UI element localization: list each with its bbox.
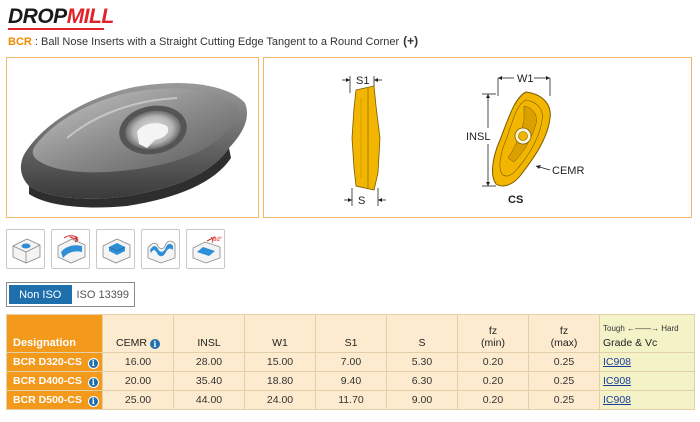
cemr-info-icon[interactable]: i [149,339,160,349]
logo-drop-text: DROP [8,5,67,28]
table-row[interactable]: BCR D500-CS i 25.00 44.00 24.00 11.70 9.… [6,390,695,410]
slotting-icon[interactable] [6,229,45,269]
cell-cemr: 16.00 [102,352,174,372]
cell-s1: 7.00 [315,352,387,372]
header-s1[interactable]: S1 [315,314,387,353]
header-insl[interactable]: INSL [173,314,245,353]
pocketing-icon[interactable] [96,229,135,269]
cell-fz-max: 0.25 [528,352,600,372]
ramping-icon[interactable] [51,229,90,269]
top-label-insl: INSL [466,131,490,143]
header-fz-min-sub: (min) [481,337,505,349]
logo-underline [8,28,104,30]
cell-s: 6.30 [386,371,458,391]
cell-insl: 44.00 [173,390,245,410]
cell-insl: 35.40 [173,371,245,391]
logo-mill-text: MILL [66,5,114,28]
cell-grade: IC908 [599,390,695,410]
cell-s1: 11.70 [315,390,387,410]
designation-text: BCR D400-CS [13,374,82,387]
cell-fz-min: 0.20 [457,352,529,372]
header-grade: Tough ←——→ Hard Grade & Vc [599,314,695,353]
application-icons: 8d° [6,229,225,269]
cell-s1: 9.40 [315,371,387,391]
cell-w1: 18.80 [244,371,316,391]
side-view: S1 S [342,75,386,207]
cell-w1: 15.00 [244,352,316,372]
cell-grade: IC908 [599,371,695,391]
grade-scale: Tough ←——→ Hard [603,324,679,333]
insert-photo [20,82,248,208]
cell-cemr: 25.00 [102,390,174,410]
cell-s: 9.00 [386,390,458,410]
table-row[interactable]: BCR D320-CS i 16.00 28.00 15.00 7.00 5.3… [6,352,695,372]
title-separator: : [31,36,42,48]
header-fz-min[interactable]: fz(min) [457,314,529,353]
top-label-cemr: CEMR [552,165,584,177]
cell-grade: IC908 [599,352,695,372]
top-label-w1: W1 [517,73,534,85]
family-code: BCR [8,36,32,48]
header-designation[interactable]: Designation [6,314,103,353]
row-designation[interactable]: BCR D500-CS i [6,390,103,410]
iso-13399-button[interactable]: ISO 13399 [76,288,130,301]
product-family-title: BCR : Ball Nose Inserts with a Straight … [8,34,418,48]
header-fz-max-label: fz [559,325,569,337]
cell-insl: 28.00 [173,352,245,372]
side-label-s: S [358,195,365,207]
cell-fz-min: 0.20 [457,371,529,391]
top-view: W1 INSL CEMR CS [466,73,584,206]
row-info-icon[interactable]: i [87,357,99,369]
non-iso-button[interactable]: Non ISO [9,285,72,304]
helical-angle-badge: 8d° [213,237,223,243]
insert-photo-panel [6,57,259,218]
designation-text: BCR D500-CS [13,393,82,406]
header-fz-max-sub: (max) [550,337,578,349]
grade-link[interactable]: IC908 [603,375,632,387]
technical-drawing-panel: S1 S W1 INSL [263,57,692,218]
grade-scale-tough: Tough [603,324,625,333]
side-label-s1: S1 [356,75,369,87]
row-designation[interactable]: BCR D400-CS i [6,371,103,391]
grade-link[interactable]: IC908 [603,394,632,406]
header-grade-label: Grade & Vc [603,337,658,349]
helical-interpolation-icon[interactable]: 8d° [186,229,225,269]
designation-text: BCR D320-CS [13,355,82,368]
top-label-cs: CS [508,194,523,206]
row-designation[interactable]: BCR D320-CS i [6,352,103,372]
cell-cemr: 20.00 [102,371,174,391]
profiling-icon[interactable] [141,229,180,269]
grade-scale-hard: Hard [661,324,679,333]
cell-fz-max: 0.25 [528,390,600,410]
cell-fz-min: 0.20 [457,390,529,410]
row-info-icon[interactable]: i [87,376,99,388]
cell-w1: 24.00 [244,390,316,410]
header-fz-min-label: fz [488,325,498,337]
row-info-icon[interactable]: i [87,395,99,407]
expand-toggle[interactable]: (+) [403,34,419,48]
header-cemr-label: CEMR [116,337,147,349]
table-row[interactable]: BCR D400-CS i 20.00 35.40 18.80 9.40 6.3… [6,371,695,391]
header-w1[interactable]: W1 [244,314,316,353]
grade-link[interactable]: IC908 [603,356,632,368]
cell-s: 5.30 [386,352,458,372]
technical-drawing: S1 S W1 INSL [342,73,584,207]
header-s[interactable]: S [386,314,458,353]
header-fz-max[interactable]: fz(max) [528,314,600,353]
cell-fz-max: 0.25 [528,371,600,391]
standard-toggle: Non ISO ISO 13399 [6,282,135,307]
family-description: Ball Nose Inserts with a Straight Cuttin… [41,36,400,48]
